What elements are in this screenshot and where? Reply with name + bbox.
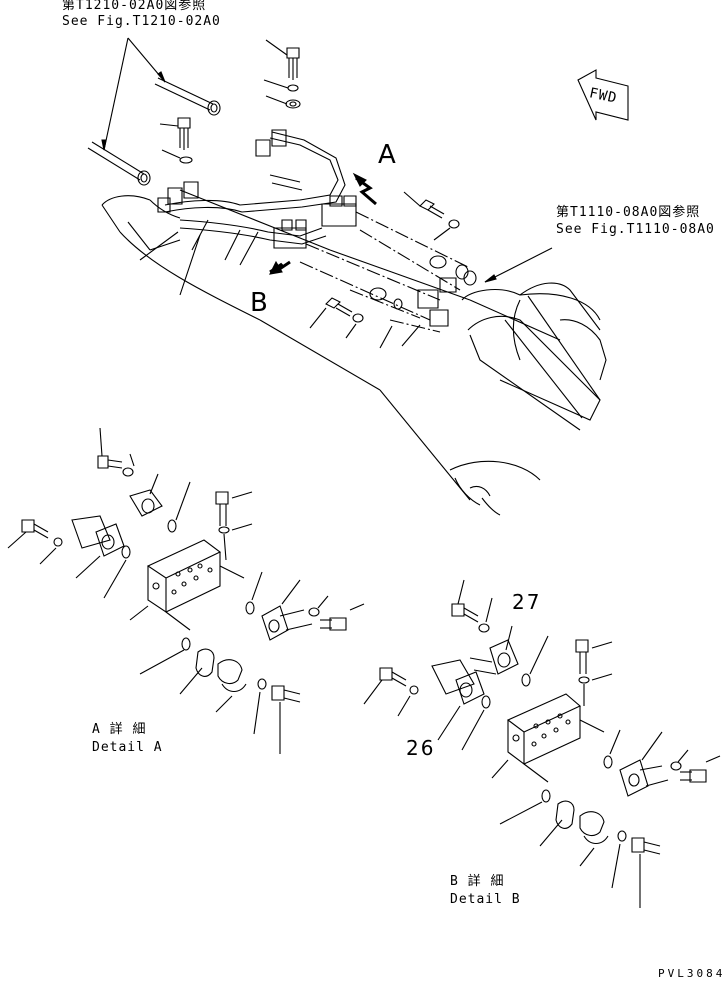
drawing-code: PVL3084: [658, 967, 726, 980]
view-arrow-b: [270, 262, 290, 274]
view-label-b: B: [250, 288, 268, 318]
bolt-left: [160, 118, 192, 163]
view-arrow-a: [354, 174, 376, 204]
detail-a-jp: A 詳 細: [92, 722, 147, 737]
top-reference-jp: 第T1210-02A0図参照: [62, 0, 207, 13]
top-reference-en: See Fig.T1210-02A0: [62, 14, 221, 29]
detail-b-jp: B 詳 細: [450, 874, 505, 889]
detail-a-drawing: [8, 428, 364, 754]
detail-b-drawing: [364, 580, 720, 908]
part-number-26: 26: [406, 736, 436, 760]
flange-blocks-boom: [158, 130, 476, 326]
fwd-arrow-icon: [578, 70, 628, 120]
detail-a-en: Detail A: [92, 740, 163, 755]
view-label-a: A: [378, 140, 396, 170]
centerlines: [300, 212, 470, 332]
boom-end: [450, 461, 540, 515]
tube-routing: [140, 132, 345, 295]
top-reference-leaders: [102, 38, 165, 150]
right-reference-en: See Fig.T1110-08A0: [556, 222, 715, 237]
right-reference-jp: 第T1110-08A0図参照: [556, 205, 701, 220]
detail-b-en: Detail B: [450, 892, 521, 907]
bolt-right-lower: [310, 298, 420, 348]
bolt-right-upper: [404, 192, 459, 240]
hydraulic-tube-lower: [88, 142, 150, 185]
right-reference-leader: [485, 248, 552, 282]
bolt-top: [264, 40, 300, 108]
part-number-27: 27: [512, 590, 542, 614]
arm-cylinders: [462, 283, 606, 430]
boom-outline: [102, 190, 560, 500]
hydraulic-tube-upper: [155, 78, 220, 115]
